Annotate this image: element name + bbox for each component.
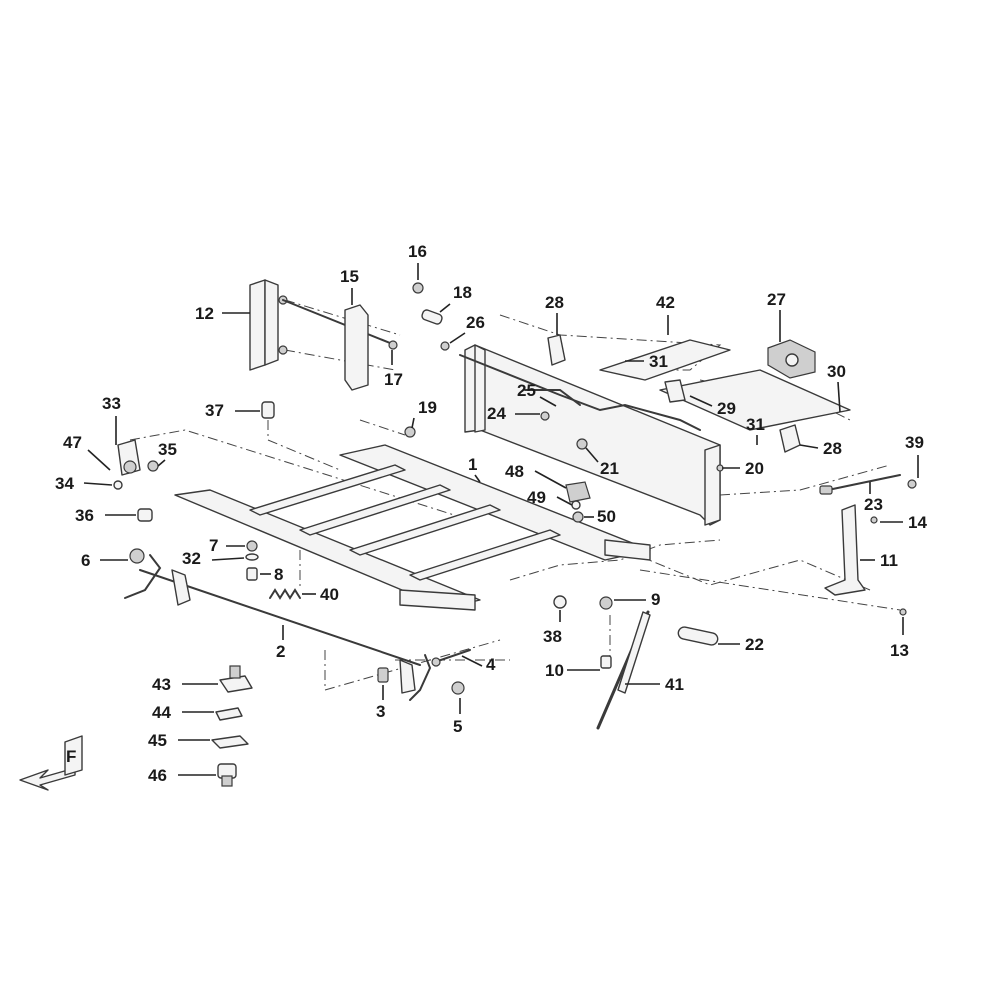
callout-14: 14 <box>908 513 927 532</box>
callout-36: 36 <box>75 506 94 525</box>
callout-leader-19 <box>411 417 415 429</box>
callout-15: 15 <box>340 267 359 286</box>
callout-24: 24 <box>487 404 506 423</box>
latch-hardware <box>565 481 591 523</box>
callout-40: 40 <box>320 585 339 604</box>
callout-22: 22 <box>745 635 764 654</box>
callout-16: 16 <box>408 242 427 261</box>
callout-41: 41 <box>665 675 684 694</box>
center-upright-plate <box>344 282 443 438</box>
callout-26: 26 <box>466 313 485 332</box>
panel-30 <box>659 369 851 431</box>
spring-40 <box>269 588 301 600</box>
callout-32: 32 <box>182 549 201 568</box>
callout-33: 33 <box>102 394 121 413</box>
fastener-stack <box>211 665 253 787</box>
callout-9: 9 <box>651 590 660 609</box>
callout-23: 23 <box>864 495 883 514</box>
front-direction-arrow-icon: F <box>19 735 83 791</box>
callout-43: 43 <box>152 675 171 694</box>
callout-leader-26 <box>449 332 466 344</box>
rod-hardware <box>377 649 471 695</box>
callout-39: 39 <box>905 433 924 452</box>
callout-25: 25 <box>517 381 536 400</box>
callout-leader-28b <box>799 444 819 449</box>
callout-20: 20 <box>745 459 764 478</box>
callout-leader-32 <box>211 557 245 561</box>
callout-leader-1 <box>474 474 481 483</box>
main-frame <box>174 444 651 611</box>
callout-4: 4 <box>486 655 496 674</box>
callout-34: 34 <box>55 474 74 493</box>
callout-45: 45 <box>148 731 167 750</box>
lower-hinge-bracket <box>779 424 801 453</box>
upper-hinge-bracket <box>547 334 566 366</box>
callout-17: 17 <box>384 370 403 389</box>
callout-3: 3 <box>376 702 385 721</box>
callout-leader-25 <box>539 396 557 407</box>
callout-31a: 31 <box>649 352 668 371</box>
callout-leader-21 <box>585 447 599 463</box>
callout-6: 6 <box>81 551 90 570</box>
release-cable <box>819 474 917 495</box>
gas-strut <box>596 610 651 730</box>
callout-31b: 31 <box>746 415 765 434</box>
rear-rail-assembly <box>440 341 724 526</box>
callout-7: 7 <box>209 536 218 555</box>
callout-1: 1 <box>468 455 477 474</box>
callout-47: 47 <box>63 433 82 452</box>
callout-29: 29 <box>717 399 736 418</box>
callout-35: 35 <box>158 440 177 459</box>
callout-28a: 28 <box>545 293 564 312</box>
callout-leader-29 <box>689 395 713 407</box>
callout-leader-48 <box>534 470 567 489</box>
callout-49: 49 <box>527 488 546 507</box>
callout-27: 27 <box>767 290 786 309</box>
callout-labels: 1234567891011121314151617181920212223242… <box>55 242 927 785</box>
spacer-37 <box>261 401 275 419</box>
callout-46: 46 <box>148 766 167 785</box>
bolt-36 <box>137 508 153 522</box>
right-upright <box>824 504 907 616</box>
callout-11: 11 <box>880 551 898 570</box>
callout-leader-49 <box>556 496 573 506</box>
callout-42: 42 <box>656 293 675 312</box>
callout-leader-18 <box>439 303 451 313</box>
small-hardware <box>245 540 259 581</box>
callout-leader-35 <box>157 459 166 467</box>
callout-5: 5 <box>453 717 462 736</box>
pin-hardware <box>553 595 613 669</box>
callout-leader-30 <box>837 381 841 413</box>
callout-12: 12 <box>195 304 214 323</box>
panel-42 <box>599 339 731 381</box>
pin-22 <box>677 626 719 646</box>
callout-8: 8 <box>274 565 283 584</box>
callout-21: 21 <box>600 459 619 478</box>
left-side-bracket <box>113 439 159 490</box>
callout-leader-47 <box>87 449 111 471</box>
callout-48: 48 <box>505 462 524 481</box>
callout-44: 44 <box>152 703 171 722</box>
latch-handle <box>767 339 816 379</box>
callout-38: 38 <box>543 627 562 646</box>
front-direction-letter: F <box>66 747 76 766</box>
callout-19: 19 <box>418 398 437 417</box>
callout-leader-34 <box>83 482 113 486</box>
left-upright-bracket <box>249 279 396 371</box>
callout-2: 2 <box>276 642 285 661</box>
front-rod <box>124 548 432 701</box>
callout-10: 10 <box>545 661 564 680</box>
callout-18: 18 <box>453 283 472 302</box>
callout-30: 30 <box>827 362 846 381</box>
callout-37: 37 <box>205 401 224 420</box>
callout-28b: 28 <box>823 439 842 458</box>
callout-50: 50 <box>597 507 616 526</box>
callout-leader-4 <box>461 655 483 667</box>
callout-13: 13 <box>890 641 909 660</box>
